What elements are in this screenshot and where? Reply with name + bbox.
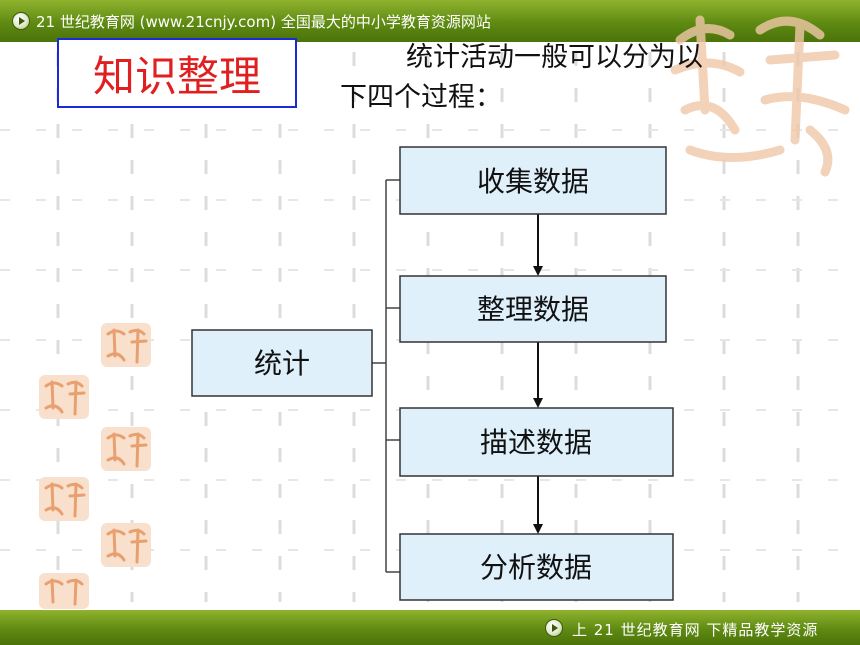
seal-icon [670,15,850,177]
node-root: 统计 [191,329,373,397]
intro-line-1: 统计活动一般可以分为以 [406,42,703,73]
seal-icon [101,427,151,471]
title-box: 知识整理 [57,38,297,108]
footer-banner-text: 上 21 世纪教育网 下精品教学资源 [572,621,819,639]
footer-banner: 上 21 世纪教育网 下精品教学资源 [0,610,860,645]
play-icon[interactable] [545,619,563,637]
page-title: 知识整理 [92,51,261,101]
seal-icon [39,573,89,609]
intro-text: 统计活动一般可以分为以 下四个过程： [340,38,780,118]
node-step-2: 整理数据 [399,275,667,343]
header-banner: 21 世纪教育网 (www.21cnjy.com) 全国最大的中小学教育资源网站 [0,0,860,42]
seal-icon [39,375,89,419]
node-step-1-label: 收集数据 [477,165,589,198]
arrow-1-to-2 [533,214,543,276]
node-step-3-label: 描述数据 [480,426,592,459]
node-step-3: 描述数据 [399,407,674,477]
arrow-3-to-4 [533,476,543,534]
intro-line-2: 下四个过程： [340,82,502,113]
node-step-1: 收集数据 [399,146,667,215]
seal-icon [101,323,151,367]
play-icon[interactable] [12,12,30,30]
node-step-4: 分析数据 [399,533,674,601]
seal-icon [101,523,151,567]
node-step-2-label: 整理数据 [477,293,589,326]
header-banner-text: 21 世纪教育网 (www.21cnjy.com) 全国最大的中小学教育资源网站 [36,13,491,31]
seal-icon [39,477,89,521]
node-step-4-label: 分析数据 [480,551,592,584]
arrow-2-to-3 [533,342,543,408]
node-root-label: 统计 [254,347,310,380]
